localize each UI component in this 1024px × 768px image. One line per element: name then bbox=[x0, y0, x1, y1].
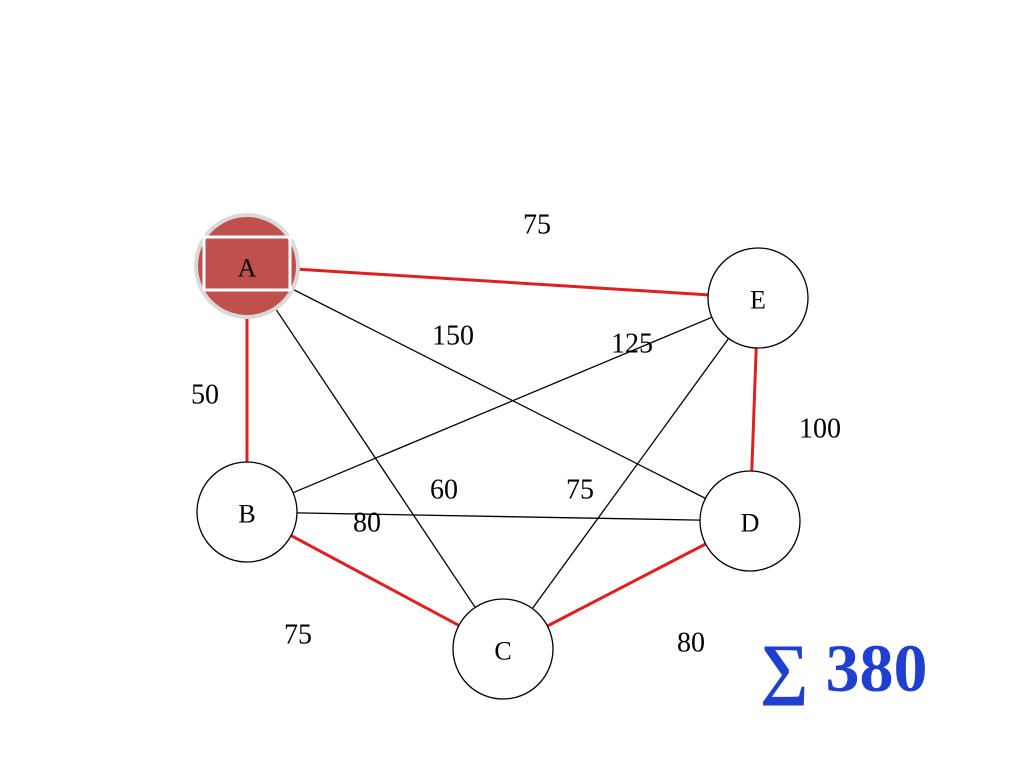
edge-B-D bbox=[296, 512, 701, 521]
edge-labels-layer: 75 50 150 60 125 80 75 75 80 100 bbox=[191, 210, 841, 659]
edge-weight-C-D: 80 bbox=[677, 628, 705, 659]
edge-A-C bbox=[274, 307, 476, 608]
node-circle-B bbox=[196, 461, 298, 563]
edge-weight-B-C: 75 bbox=[284, 620, 312, 651]
node-B: B bbox=[196, 461, 298, 563]
sum-value: 380 bbox=[825, 630, 928, 706]
edge-C-D bbox=[546, 542, 707, 628]
node-circle-E bbox=[707, 247, 809, 349]
node-label-D: D bbox=[741, 509, 760, 538]
sum-symbol: ∑ bbox=[760, 630, 809, 706]
node-selection-box-A bbox=[202, 235, 292, 292]
edge-weight-C-E: 75 bbox=[566, 475, 594, 506]
edge-weight-A-D: 150 bbox=[432, 321, 474, 352]
node-label-C: C bbox=[494, 637, 511, 666]
edge-A-D bbox=[291, 288, 706, 499]
node-label-A: A bbox=[238, 254, 257, 283]
edge-weight-A-E: 75 bbox=[523, 210, 551, 241]
node-label-E: E bbox=[750, 286, 766, 315]
edge-C-E bbox=[531, 338, 730, 609]
total-sum: ∑ 380 bbox=[760, 628, 927, 708]
edges-layer bbox=[245, 267, 758, 628]
edge-weight-E-D: 100 bbox=[799, 414, 841, 445]
node-A: A bbox=[194, 213, 300, 319]
node-D: D bbox=[699, 470, 801, 572]
edge-B-E bbox=[292, 316, 713, 494]
edge-weight-A-C: 60 bbox=[430, 475, 458, 506]
edge-weight-B-D: 80 bbox=[353, 508, 381, 539]
node-C: C bbox=[452, 598, 554, 700]
node-circle-C bbox=[452, 598, 554, 700]
edge-B-C bbox=[290, 534, 460, 627]
nodes-layer: A B C D E bbox=[194, 213, 809, 700]
node-circle-D bbox=[699, 470, 801, 572]
edge-weight-B-E: 125 bbox=[611, 329, 653, 360]
edge-A-E bbox=[296, 267, 709, 297]
node-label-B: B bbox=[238, 500, 255, 529]
node-E: E bbox=[707, 247, 809, 349]
edge-E-D bbox=[750, 347, 758, 472]
edge-weight-A-B: 50 bbox=[191, 380, 219, 411]
